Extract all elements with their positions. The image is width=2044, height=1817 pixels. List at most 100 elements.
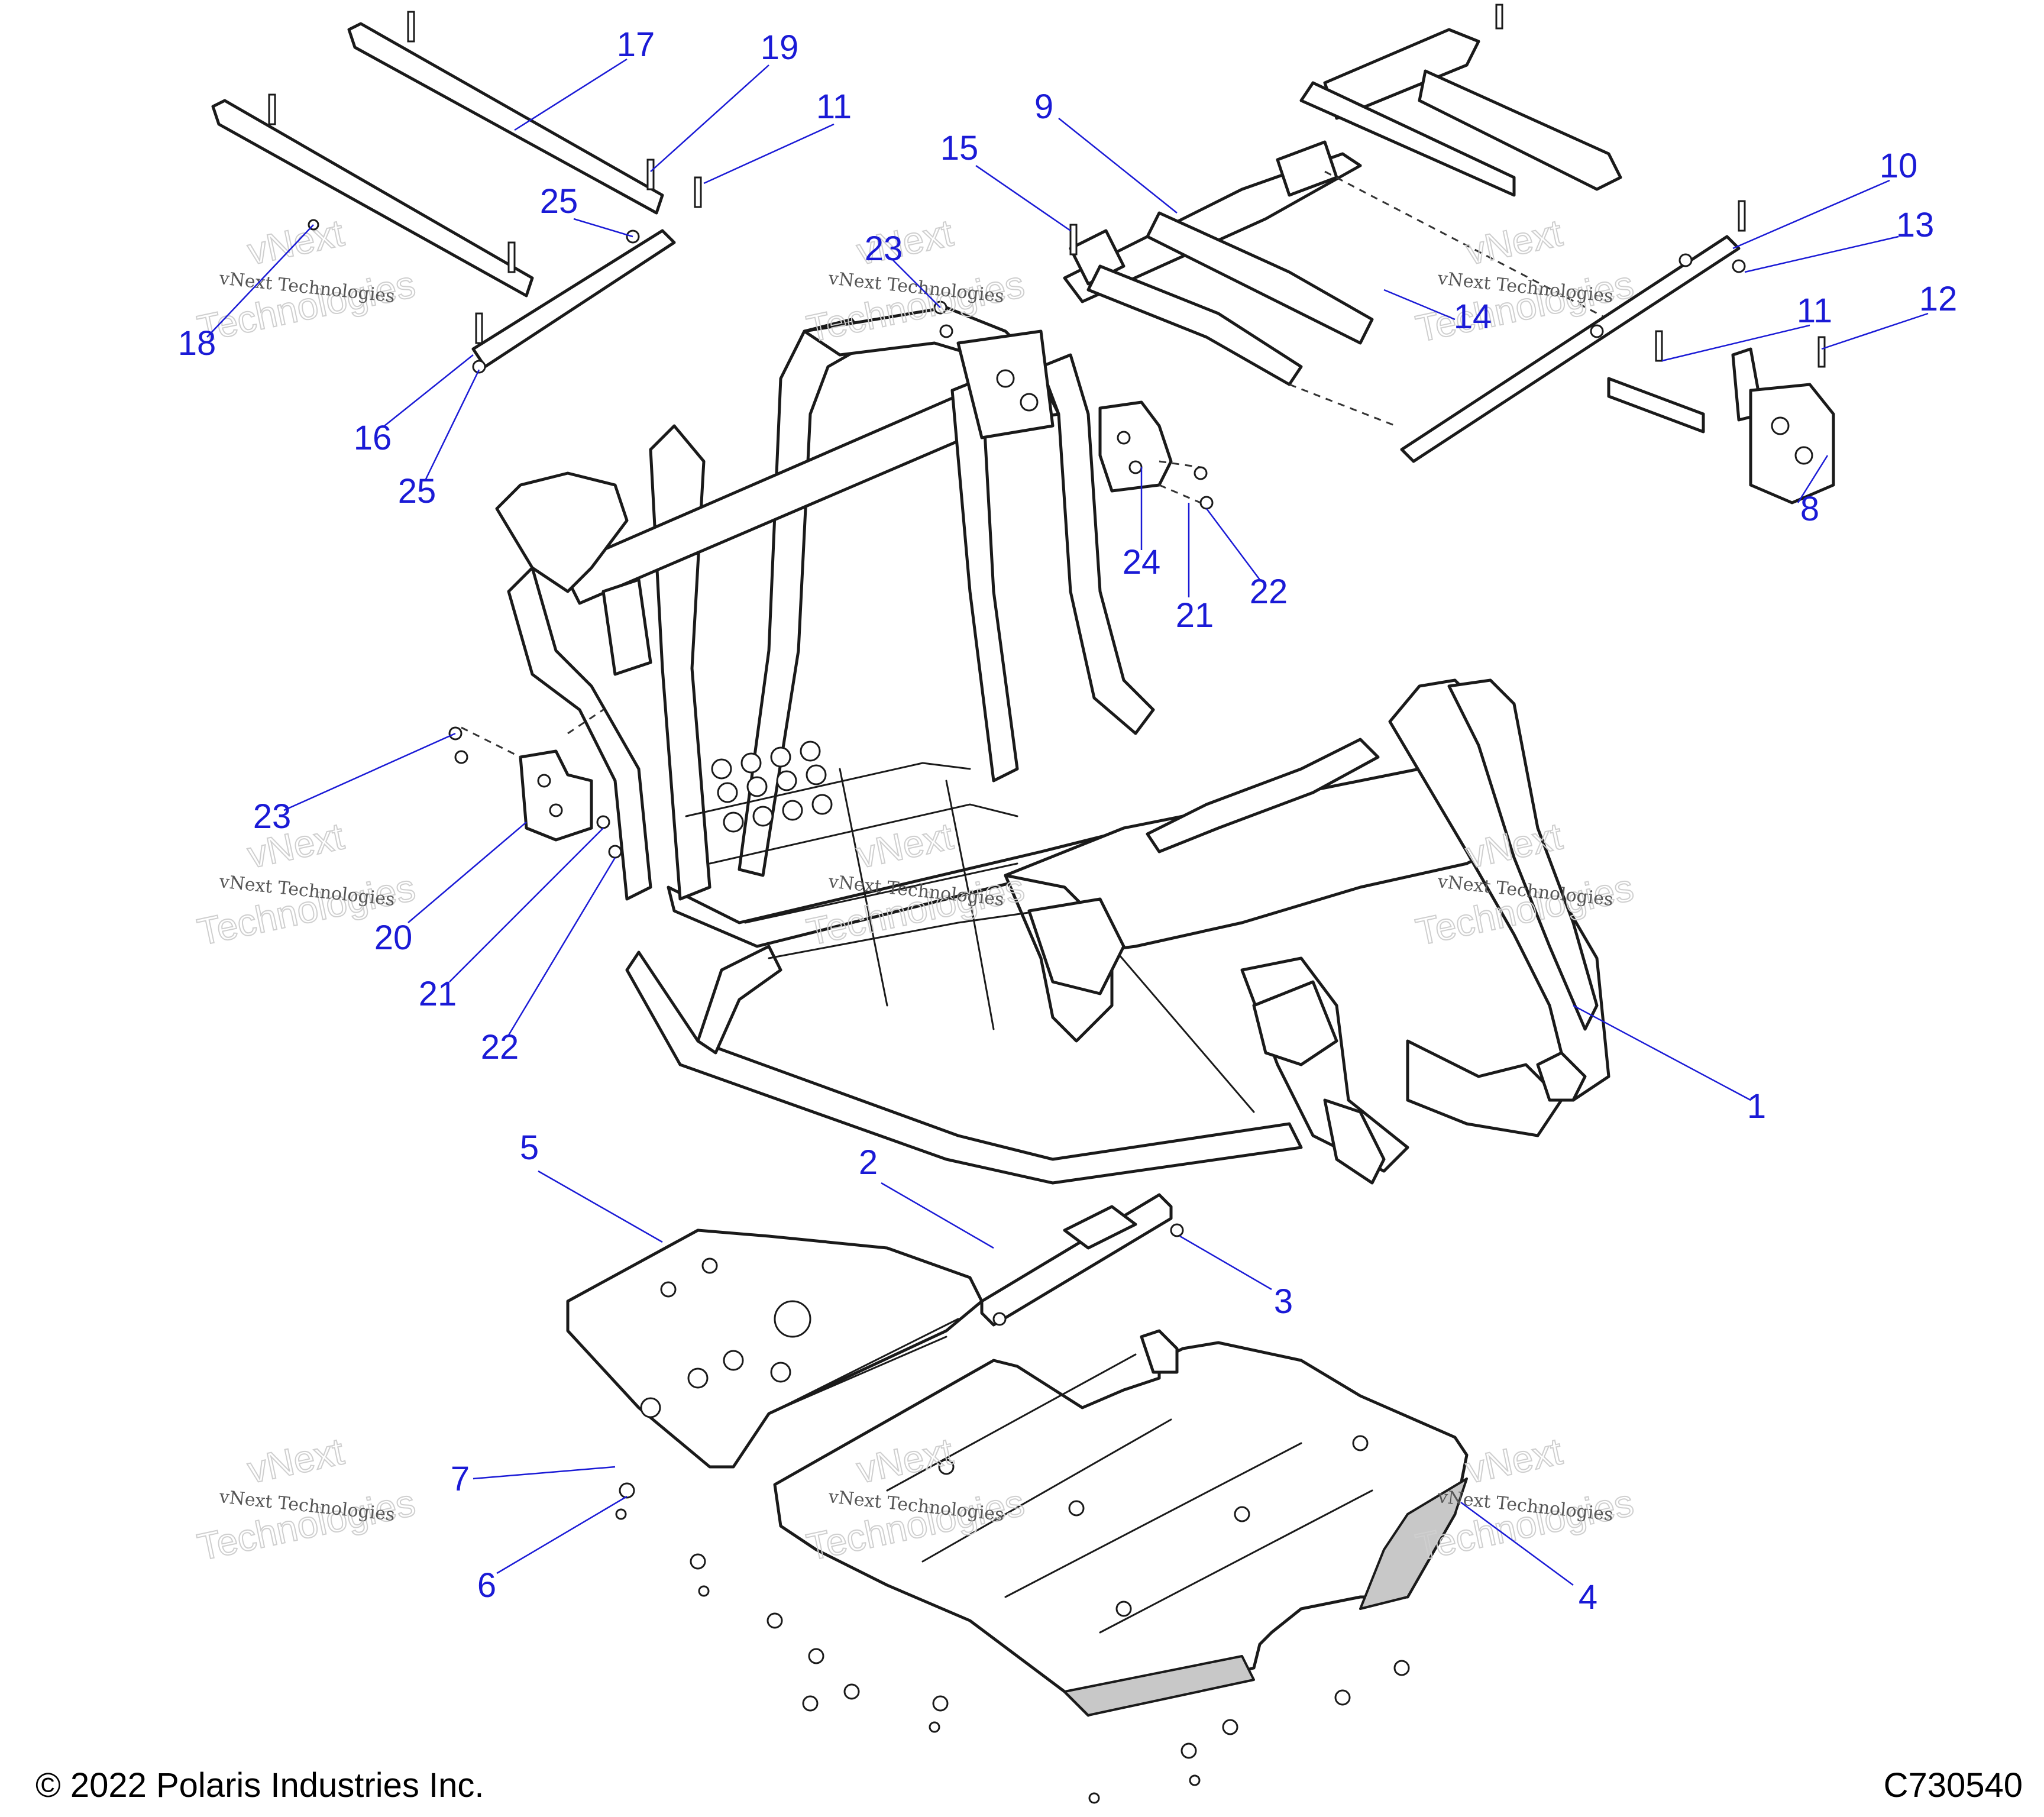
callout-leader-line: [1661, 324, 1810, 362]
callout-number: 15: [940, 129, 979, 167]
callout-9: 9: [1034, 88, 1178, 214]
callout-leader-line: [1179, 1235, 1272, 1291]
callout-leader-line: [496, 1495, 628, 1574]
callout-number: 14: [1454, 298, 1492, 336]
callout-number: 23: [865, 229, 903, 268]
callout-leader-line: [283, 732, 456, 811]
callout-13: 13: [1744, 206, 1935, 273]
callout-number: 16: [354, 419, 392, 457]
callout-leader-line: [514, 58, 628, 131]
callout-14: 14: [1383, 289, 1492, 336]
callout-19: 19: [650, 28, 799, 172]
callout-number: 20: [374, 919, 413, 957]
callout-number: 18: [178, 324, 216, 363]
callout-leader-line: [1744, 235, 1899, 273]
callout-number: 22: [481, 1028, 519, 1066]
callout-leader-line: [449, 827, 604, 982]
callout-16: 16: [354, 354, 474, 457]
callout-number: 11: [816, 88, 852, 126]
callout-number: 13: [1896, 206, 1935, 244]
front-skid-plate: [566, 1228, 984, 1469]
drawing-number: C730540: [1883, 1766, 2023, 1805]
callout-leader-line: [206, 224, 314, 338]
callout-leader-line: [1797, 455, 1829, 503]
callout-leader-line: [1460, 1501, 1574, 1586]
roof-bar-assembly: [211, 11, 702, 374]
callout-11: 11: [1661, 292, 1832, 362]
callout-number: 21: [419, 975, 457, 1013]
callout-25: 25: [540, 182, 633, 238]
callout-6: 6: [477, 1495, 628, 1605]
callout-24: 24: [1123, 467, 1161, 581]
callout-leader-line: [1058, 118, 1178, 214]
callout-leader-line: [1206, 508, 1260, 580]
callout-23: 23: [865, 229, 941, 308]
watermark-big-line1: vNext: [1462, 211, 1566, 273]
callout-leader-line: [407, 822, 527, 923]
callout-number: 5: [520, 1129, 539, 1167]
callout-15: 15: [940, 129, 1071, 232]
rear-rack-assembly: [1063, 4, 1835, 505]
callout-leader-line: [1732, 179, 1890, 250]
callout-leader-line: [507, 857, 616, 1036]
callout-leader-line: [538, 1170, 663, 1243]
callout-number: 2: [859, 1143, 878, 1182]
callout-leader-line: [473, 1466, 616, 1480]
callout-2: 2: [859, 1143, 994, 1249]
callout-leader-line: [975, 164, 1071, 232]
callout-number: 24: [1123, 543, 1161, 581]
callout-5: 5: [520, 1129, 663, 1243]
callout-17: 17: [514, 25, 655, 131]
callout-number: 4: [1579, 1578, 1597, 1616]
callout-number: 7: [451, 1460, 470, 1498]
callout-21: 21: [419, 827, 604, 1013]
callout-23: 23: [253, 732, 456, 836]
callout-8: 8: [1797, 455, 1829, 528]
watermark-big-line1: vNext: [244, 211, 347, 273]
callout-11: 11: [703, 88, 852, 185]
callout-25: 25: [398, 369, 480, 510]
callout-number: 19: [761, 28, 799, 67]
callout-leader-line: [1573, 1004, 1751, 1101]
callout-number: 6: [477, 1566, 496, 1605]
callout-4: 4: [1460, 1501, 1597, 1616]
callout-number: 11: [1797, 292, 1832, 330]
callout-1: 1: [1573, 1004, 1766, 1126]
callout-number: 23: [253, 797, 292, 836]
skid-bracket: [980, 1193, 1184, 1327]
callout-20: 20: [374, 822, 527, 957]
callout-number: 17: [617, 25, 655, 64]
callout-number: 10: [1880, 147, 1918, 185]
main-chassis-frame: [495, 306, 1610, 1185]
watermark-big-line1: vNext: [1462, 1430, 1566, 1491]
callout-leader-line: [573, 218, 633, 238]
callout-leader-line: [881, 1182, 994, 1249]
callout-leader-line: [1383, 289, 1456, 321]
skid-plate-fasteners: [448, 300, 1410, 1804]
callout-leader-line: [703, 123, 835, 185]
callout-leader-line: [650, 64, 769, 172]
watermark-big-line1: vNext: [244, 1430, 347, 1491]
callout-number: 8: [1800, 490, 1819, 528]
callout-number: 1: [1747, 1087, 1766, 1126]
rear-skid-plate: [773, 1329, 1469, 1717]
callout-number: 21: [1176, 596, 1214, 635]
callout-leader-line: [384, 354, 474, 426]
floor-holes: [711, 741, 833, 833]
callout-18: 18: [178, 224, 314, 363]
callout-number: 25: [540, 182, 578, 221]
callout-7: 7: [451, 1460, 616, 1498]
callout-number: 9: [1034, 88, 1053, 126]
callout-leader-line: [425, 369, 480, 480]
callout-22: 22: [481, 857, 616, 1066]
callout-3: 3: [1179, 1235, 1293, 1321]
callout-number: 22: [1250, 573, 1288, 611]
callout-number: 12: [1919, 280, 1958, 318]
callout-leader-line: [1821, 312, 1929, 350]
watermark-big-line1: vNext: [853, 814, 956, 876]
copyright-notice: © 2022 Polaris Industries Inc.: [35, 1766, 484, 1805]
callout-22: 22: [1206, 508, 1288, 611]
